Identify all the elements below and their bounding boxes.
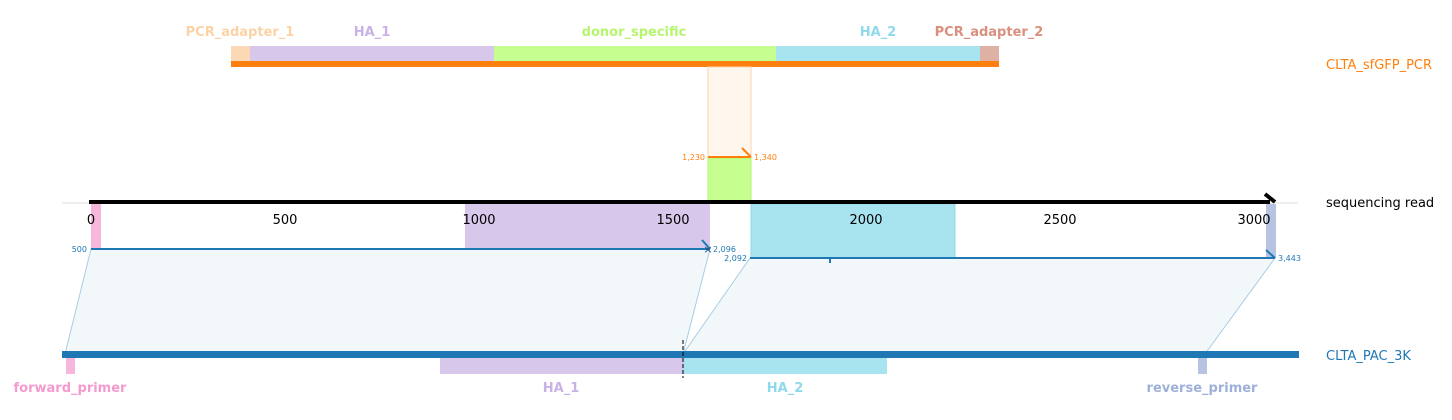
read-tick-label: 500 — [273, 213, 298, 228]
bottom-track-backbone — [62, 351, 1299, 358]
bottom-feature-forward-primer — [66, 358, 75, 374]
bottom-alignments — [64, 248, 1276, 355]
feature-label-ha-2: HA_2 — [860, 25, 897, 40]
feature-label-ha-1: HA_1 — [354, 25, 391, 40]
read-tick-label: 1000 — [462, 213, 495, 228]
bottom-left-end-label: 2,096 — [713, 245, 736, 254]
feature-block-pcr-adapter-2 — [980, 46, 999, 61]
top-alignment-arrow-head — [741, 147, 752, 158]
bottom-label-ha-2: HA_2 — [767, 381, 804, 396]
bottom-left-arrow-head — [701, 239, 711, 250]
read-feature-reverse-primer — [1266, 204, 1276, 258]
bottom-right-end-label: 3,443 — [1278, 254, 1301, 263]
read-track: 0 500 1000 1500 2000 2500 3000 sequencin… — [62, 192, 1434, 259]
read-axis-arrow-head — [1263, 192, 1277, 204]
bottom-track-name: CLTA_PAC_3K — [1326, 349, 1411, 364]
read-feature-forward-primer — [91, 204, 101, 249]
feature-block-ha-1 — [250, 46, 494, 61]
bottom-right-arrow-head — [1265, 249, 1276, 259]
read-tick-label: 2500 — [1043, 213, 1076, 228]
bottom-alignment-left-band — [64, 248, 711, 355]
bottom-label-forward-primer: forward_primer — [14, 381, 128, 396]
bottom-feature-reverse-primer — [1198, 358, 1207, 374]
top-alignment-donor-region — [707, 157, 752, 203]
bottom-left-start-label: 500 — [72, 245, 87, 254]
feature-label-pcr-adapter-2: PCR_adapter_2 — [935, 25, 1044, 40]
top-alignment-end-label: 1,340 — [754, 153, 777, 162]
read-tick-label: 1500 — [656, 213, 689, 228]
feature-block-ha-2 — [776, 46, 980, 61]
read-tick-label: 2000 — [849, 213, 882, 228]
bottom-alignment-arrows: × 500 2,096 2,092 3,443 — [72, 239, 1301, 263]
feature-label-pcr-adapter-1: PCR_adapter_1 — [186, 25, 295, 40]
read-feature-ha-1 — [465, 204, 710, 249]
bottom-alignment-right-band — [682, 257, 1276, 355]
top-track-backbone — [231, 61, 999, 67]
feature-block-pcr-adapter-1 — [231, 46, 250, 61]
top-track-name: CLTA_sfGFP_PCR — [1326, 58, 1432, 73]
read-tick-label: 0 — [87, 213, 95, 228]
feature-block-donor-specific — [494, 46, 776, 61]
top-track: PCR_adapter_1 HA_1 donor_specific HA_2 P… — [186, 25, 1432, 73]
feature-label-donor-specific: donor_specific — [582, 25, 687, 40]
top-alignment: 1,230 1,340 — [682, 66, 777, 203]
read-tick-label: 3000 — [1237, 213, 1270, 228]
read-axis-ticks: 0 500 1000 1500 2000 2500 3000 — [87, 213, 1271, 228]
bottom-right-start-label: 2,092 — [724, 254, 747, 263]
bottom-feature-ha-2 — [683, 358, 887, 374]
bottom-feature-ha-1 — [440, 358, 683, 374]
top-alignment-start-label: 1,230 — [682, 153, 705, 162]
bottom-label-reverse-primer: reverse_primer — [1147, 381, 1259, 396]
read-feature-ha-2 — [750, 203, 956, 259]
bottom-track: forward_primer HA_1 HA_2 reverse_primer … — [14, 340, 1411, 396]
read-track-name: sequencing read — [1326, 196, 1434, 211]
bottom-left-x-mark: × — [703, 243, 712, 256]
bottom-label-ha-1: HA_1 — [543, 381, 580, 396]
